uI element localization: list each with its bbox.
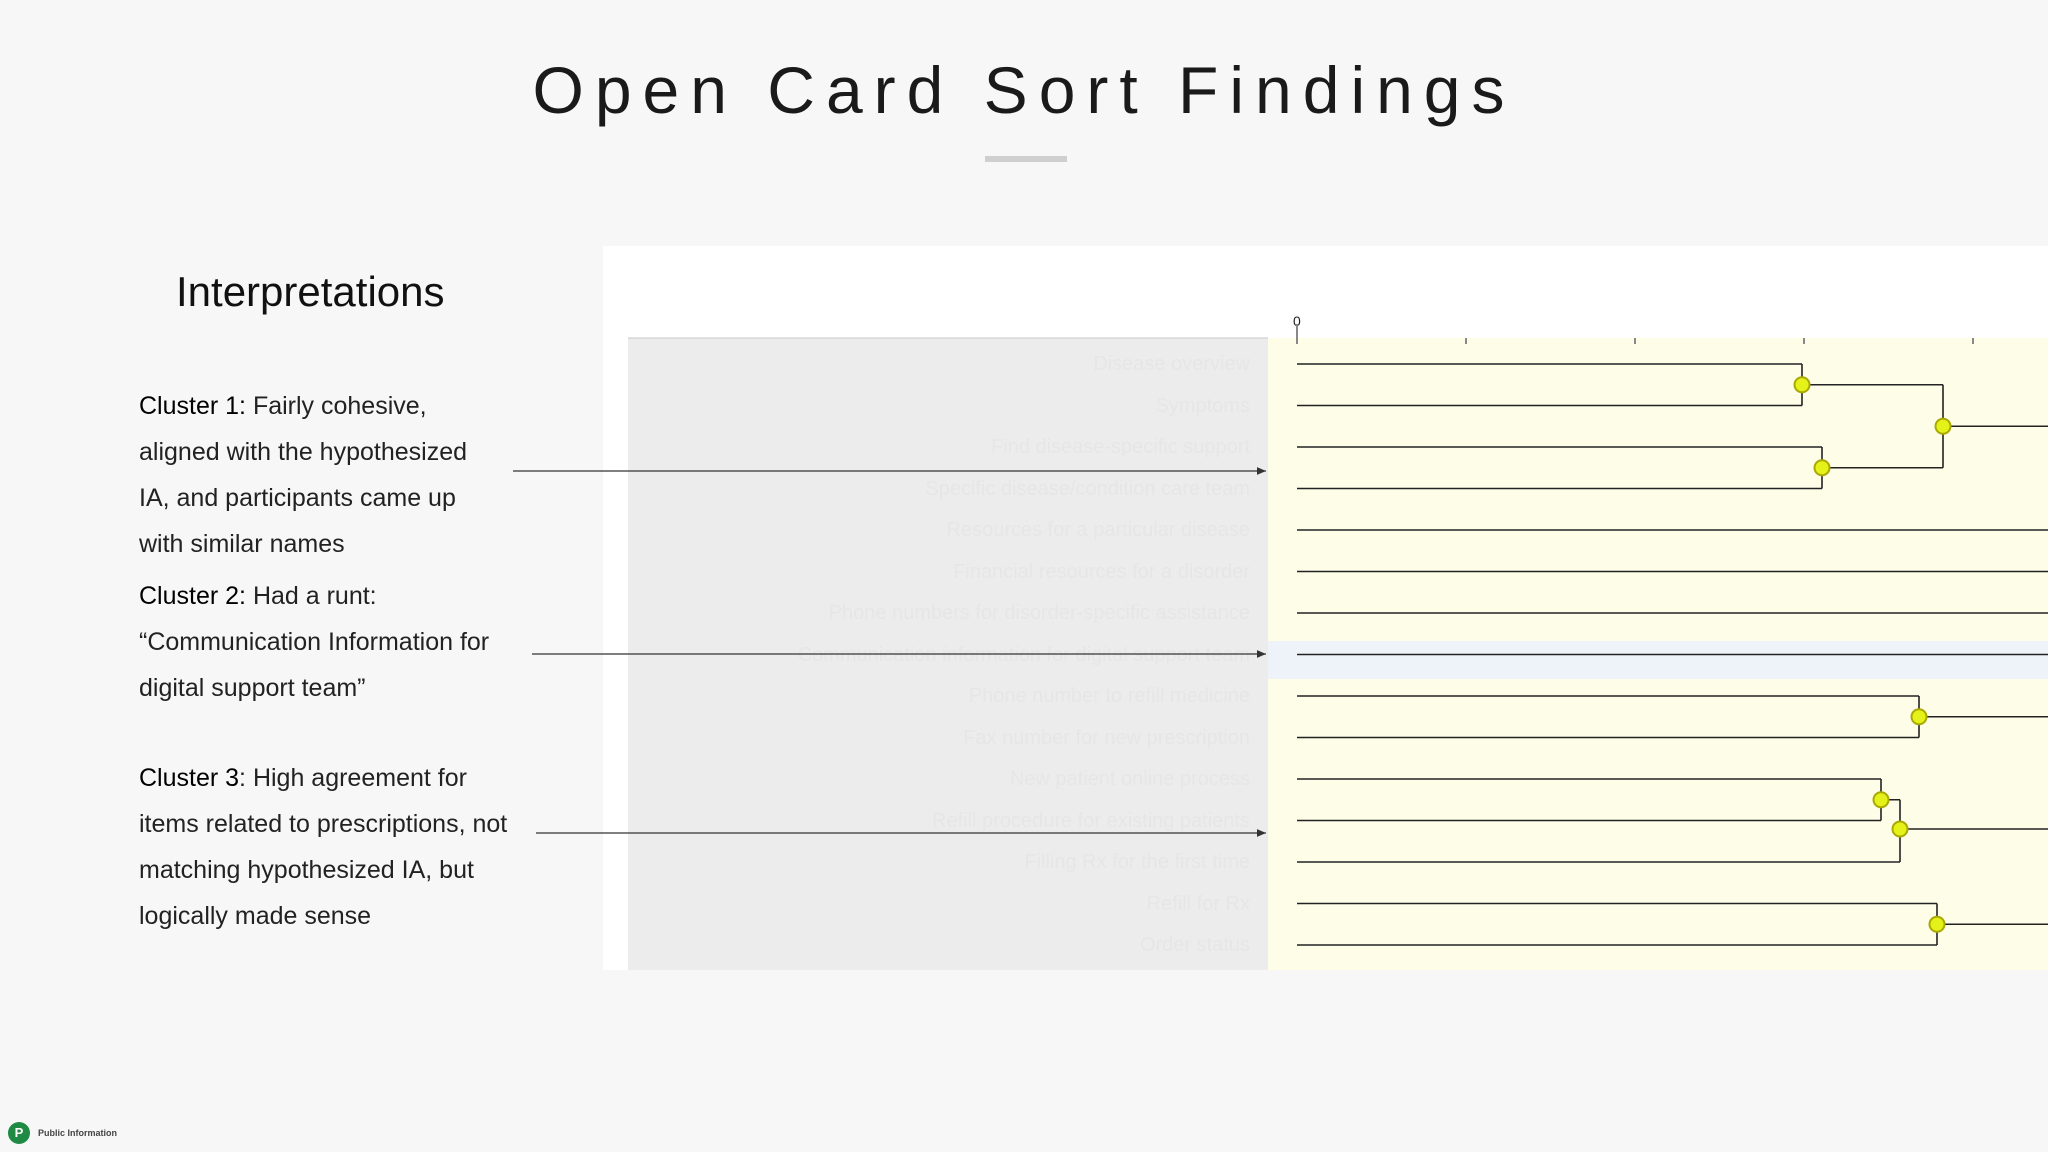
cluster-1-note: Cluster 1: Fairly cohesive, aligned with… [139, 383, 529, 567]
dendrogram-node [1891, 820, 1909, 838]
axis-zero-label: 0 [1293, 313, 1301, 329]
dendrogram-node [1813, 459, 1831, 477]
cluster-3-line-3: matching hypothesized IA, but [139, 856, 474, 884]
cluster-2-line-2: “Communication Information for [139, 628, 490, 656]
card-label: New patient online process [1009, 768, 1250, 790]
card-label: Filling Rx for the first time [1024, 851, 1250, 873]
cluster-2-note: Cluster 2: Had a runt: “Communication In… [139, 573, 529, 711]
card-label: Refill procedure for existing patients [932, 809, 1250, 832]
dendrogram-node [1793, 376, 1811, 394]
card-label: Phone numbers for disorder-specific assi… [828, 602, 1250, 624]
card-label: Resources for a particular disease [946, 519, 1250, 541]
card-label: Phone number to refill medicine [968, 685, 1250, 707]
classification-label: Public Information [38, 1128, 118, 1138]
cluster-3-text: : High agreement for [239, 764, 467, 792]
cluster-3-line-2: items related to prescriptions, not [139, 810, 508, 838]
cluster-1-line-3: IA, and participants came up [139, 484, 456, 512]
cluster-3-line-4: logically made sense [139, 902, 372, 930]
dendrogram-node [1934, 417, 1952, 435]
slide-title: Open Card Sort Findings [532, 53, 1516, 127]
cluster-2-runt-band [1268, 641, 2048, 679]
dendrogram-node [1928, 915, 1946, 933]
cluster-1-text: Fairly cohesive, [252, 392, 427, 420]
title-underline [985, 156, 1067, 162]
cluster-2-line-1: Cluster 2: Had a runt: [139, 573, 529, 619]
card-label: Find disease-specific support [990, 436, 1250, 458]
classification-logo-icon: P [8, 1122, 30, 1144]
cluster-2-text: Had a runt: [252, 582, 377, 610]
card-label: Fax number for new prescription [963, 726, 1250, 749]
dendrogram-node [1872, 791, 1890, 809]
cluster-1-name: Cluster 1: [139, 392, 246, 420]
cluster-3-name: Cluster 3 [139, 764, 240, 792]
card-label: Specific disease/condition care team [925, 477, 1250, 500]
card-label: Financial resources for a disorder [953, 560, 1250, 583]
cluster-3-band [1268, 679, 2048, 970]
card-label: Disease overview [1093, 353, 1250, 375]
cluster-1-line-2: aligned with the hypothesized [139, 438, 468, 466]
cluster-1-line-4: with similar names [139, 530, 345, 558]
cluster-1-band [1268, 338, 2048, 641]
interpretations-heading: Interpretations [176, 268, 445, 315]
cluster-1-line-1: Cluster 1: Fairly cohesive, [139, 383, 529, 429]
card-label: Symptoms [1155, 394, 1250, 417]
card-label: Refill for Rx [1146, 892, 1250, 915]
footer: P Public Information [8, 1122, 117, 1144]
dendrogram-node [1910, 708, 1928, 726]
cluster-3-note: Cluster 3: High agreement for items rela… [139, 755, 529, 939]
cluster-2-name: Cluster 2: [139, 582, 246, 610]
cluster-3-line-1: Cluster 3: High agreement for [139, 755, 529, 801]
cluster-2-line-3: digital support team” [139, 674, 366, 702]
card-label: Order status [1139, 934, 1250, 956]
